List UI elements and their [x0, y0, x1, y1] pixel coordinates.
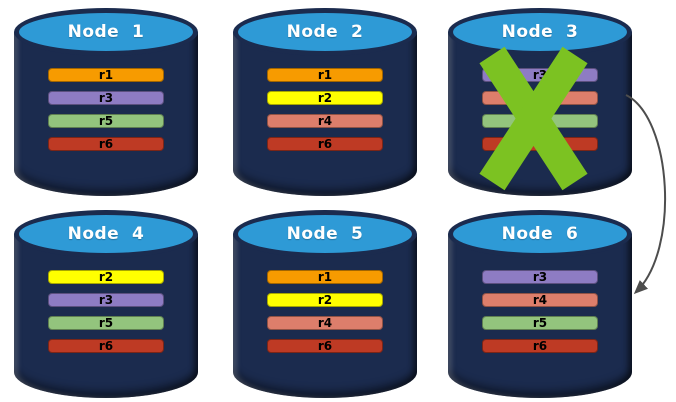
replica-label: r4 [317, 316, 333, 330]
node-title: Node 4 [67, 224, 145, 244]
node-6: Node 6 r3 r4 r5 r6 [448, 210, 632, 398]
replica-bar: r2 [48, 270, 164, 284]
replica-bar: r1 [267, 270, 383, 284]
replica-label: r3 [98, 91, 114, 105]
cylinder-top: Node 6 [448, 210, 632, 258]
node-4: Node 4 r2 r3 r5 r6 [14, 210, 198, 398]
replica-bar: r5 [48, 316, 164, 330]
node-1: Node 1 r1 r3 r5 r6 [14, 8, 198, 196]
replica-bar: r5 [48, 114, 164, 128]
replica-label: r2 [317, 293, 333, 307]
replica-label: r5 [532, 316, 548, 330]
replica-list: r3 [482, 68, 598, 151]
replica-bar: r6 [482, 339, 598, 353]
replica-bar [482, 91, 598, 105]
replica-bar: r1 [48, 68, 164, 82]
node-title: Node 2 [286, 22, 364, 42]
node-3: Node 3 r3 [448, 8, 632, 196]
replica-bar: r3 [482, 68, 598, 82]
replica-bar: r2 [267, 91, 383, 105]
node-title: Node 5 [286, 224, 364, 244]
replica-list: r1 r3 r5 r6 [48, 68, 164, 151]
node-title: Node 1 [67, 22, 145, 42]
replica-label: r4 [317, 114, 333, 128]
replica-label: r2 [317, 91, 333, 105]
replica-label: r6 [532, 339, 548, 353]
cylinder-top: Node 4 [14, 210, 198, 258]
cylinder-top: Node 2 [233, 8, 417, 56]
replica-label: r1 [317, 270, 333, 284]
replica-list: r2 r3 r5 r6 [48, 270, 164, 353]
replica-label: r3 [532, 270, 548, 284]
replica-bar: r6 [267, 137, 383, 151]
replica-bar: r1 [267, 68, 383, 82]
replica-label: r6 [98, 137, 114, 151]
replica-list: r1 r2 r4 r6 [267, 68, 383, 151]
cylinder-top: Node 3 [448, 8, 632, 56]
replica-bar: r6 [267, 339, 383, 353]
replica-bar: r6 [48, 137, 164, 151]
cylinder-top: Node 5 [233, 210, 417, 258]
replica-bar: r6 [48, 339, 164, 353]
replica-bar: r5 [482, 316, 598, 330]
replica-label: r3 [532, 68, 548, 82]
replica-label: r6 [98, 339, 114, 353]
node-2: Node 2 r1 r2 r4 r6 [233, 8, 417, 196]
replica-bar [482, 114, 598, 128]
node-title: Node 6 [501, 224, 579, 244]
replica-label: r4 [532, 293, 548, 307]
replica-label: r6 [317, 339, 333, 353]
node-5: Node 5 r1 r2 r4 r6 [233, 210, 417, 398]
cylinder-top: Node 1 [14, 8, 198, 56]
replica-label: r1 [98, 68, 114, 82]
replica-label: r2 [98, 270, 114, 284]
replica-label: r5 [98, 114, 114, 128]
replica-list: r1 r2 r4 r6 [267, 270, 383, 353]
node-title: Node 3 [501, 22, 579, 42]
replica-bar: r4 [267, 316, 383, 330]
replica-bar [482, 137, 598, 151]
replica-bar: r2 [267, 293, 383, 307]
replica-bar: r3 [48, 91, 164, 105]
replica-label: r1 [317, 68, 333, 82]
replica-label: r5 [98, 316, 114, 330]
replica-bar: r3 [48, 293, 164, 307]
replica-bar: r3 [482, 270, 598, 284]
replica-label: r3 [98, 293, 114, 307]
replica-bar: r4 [482, 293, 598, 307]
replica-list: r3 r4 r5 r6 [482, 270, 598, 353]
replica-bar: r4 [267, 114, 383, 128]
replica-label: r6 [317, 137, 333, 151]
